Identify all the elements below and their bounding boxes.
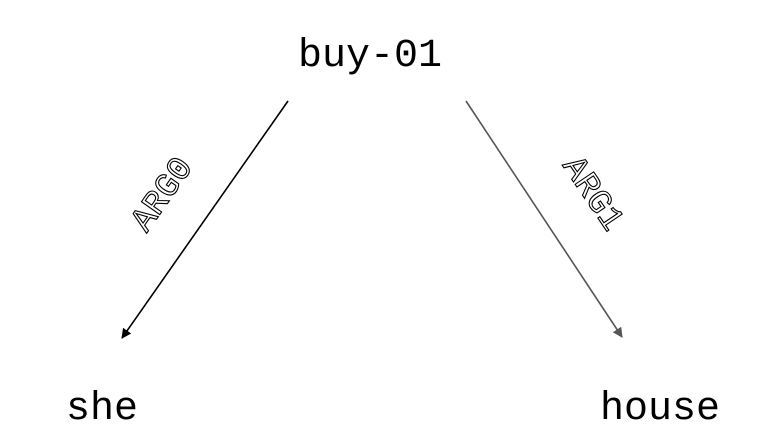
edge-arg1: ARG1 bbox=[465, 100, 631, 338]
node-buy-01: buy-01 bbox=[298, 34, 442, 79]
edge-arg0-arrow bbox=[121, 100, 289, 339]
edge-arg0-label: ARG0 bbox=[124, 151, 202, 240]
edge-arg0: ARG0 bbox=[121, 100, 289, 339]
edge-arg1-label: ARG1 bbox=[553, 150, 630, 239]
node-she: she bbox=[66, 387, 138, 432]
node-house: house bbox=[600, 387, 720, 432]
edge-arg1-arrow bbox=[465, 100, 623, 338]
